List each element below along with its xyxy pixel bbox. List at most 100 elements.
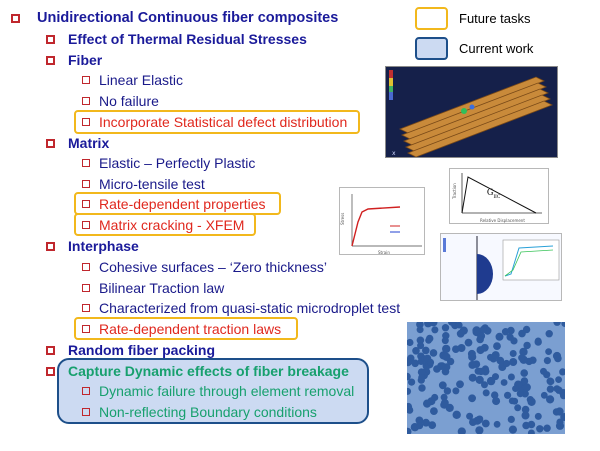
bullet-square-icon [46, 55, 55, 65]
fiber-circle [418, 374, 425, 381]
fiber-circle [519, 347, 528, 357]
traction-g-subscript: IIC [493, 194, 501, 200]
capture-item-text: Non-reflecting Boundary conditions [99, 404, 317, 420]
fiber-circle [514, 404, 522, 412]
fiber-item-text: No failure [99, 93, 159, 109]
fiber-circle [540, 367, 547, 375]
fiber-circle [518, 354, 525, 362]
capture-heading: Capture Dynamic effects of fiber breakag… [46, 363, 349, 379]
random-packing-text: Random fiber packing [68, 342, 216, 358]
fiber-circle [534, 412, 542, 420]
thermal-text: Effect of Thermal Residual Stresses [68, 31, 307, 47]
fiber-circle [476, 415, 484, 423]
matrix-heading-text: Matrix [68, 135, 110, 151]
fiber-circle [417, 368, 426, 376]
fiber-circle [416, 422, 424, 430]
fiber-circle [464, 338, 473, 347]
fiber-circle [448, 322, 456, 326]
interphase-item-text: Characterized from quasi-static microdro… [99, 300, 401, 316]
fiber-circle [407, 427, 412, 434]
bullet-square-icon [82, 221, 90, 229]
fiber-circle [529, 356, 537, 364]
fiber-circle [555, 376, 562, 383]
bullet-square-icon [82, 200, 90, 208]
stress-strain-plot: Stress Strain [339, 187, 425, 255]
fiber-circle [527, 397, 536, 406]
interphase-item: Characterized from quasi-static microdro… [82, 300, 400, 316]
fiber-circle [429, 349, 438, 357]
fiber-circle [522, 421, 530, 430]
fiber-circle [475, 426, 484, 434]
fiber-circle [510, 337, 518, 345]
random-packing-graphic [407, 322, 565, 434]
bullet-square-icon [82, 97, 90, 105]
fiber-circle [512, 385, 519, 392]
interphase-item: Cohesive surfaces – ‘Zero thickness’ [82, 259, 327, 275]
legend-future-swatch [415, 7, 448, 30]
fiber-circle [493, 420, 501, 428]
fiber-circle [507, 415, 515, 423]
traction-g-label: GIIC [487, 187, 500, 200]
fiber-circle [441, 399, 449, 407]
fiber-circle [553, 385, 561, 393]
fiber-circle [452, 387, 460, 395]
fiber-circle [561, 322, 565, 327]
fiber-circle [543, 357, 551, 365]
fiber-circle [445, 403, 454, 412]
legend-future-label: Future tasks [459, 11, 531, 26]
matrix-item-future: Matrix cracking - XFEM [82, 217, 244, 233]
current-work-box [57, 358, 369, 424]
bullet-square-icon [46, 366, 55, 376]
matrix-item: Micro-tensile test [82, 176, 205, 192]
bullet-square-icon [46, 138, 55, 148]
fiber-circle [493, 342, 501, 350]
interphase-item-text: Bilinear Traction law [99, 280, 225, 296]
fiber-circle [455, 322, 463, 329]
outline-title-text: Unidirectional Continuous fiber composit… [37, 10, 339, 26]
fiber-circle [416, 336, 425, 345]
fiber-circle [408, 378, 416, 386]
fiber-circle [469, 418, 477, 426]
capture-item: Dynamic failure through element removal [82, 383, 354, 399]
fiber-circle [456, 329, 465, 338]
bullet-square-icon [46, 345, 55, 355]
svg-text:x: x [392, 150, 396, 157]
fiber-circle [456, 380, 464, 389]
bullet-square-icon [11, 13, 20, 23]
matrix-item-future: Rate-dependent properties [82, 196, 266, 212]
traction-law-graphic: Traction Relative Displacement [452, 173, 542, 223]
fiber-circle [468, 394, 476, 403]
capture-item-text: Dynamic failure through element removal [99, 383, 355, 399]
fiber-circle [540, 391, 548, 399]
fiber-circle [508, 397, 516, 405]
fiber-circle [543, 424, 551, 432]
fiber-circle [522, 383, 531, 392]
capture-item: Non-reflecting Boundary conditions [82, 404, 317, 420]
fiber-circle [466, 412, 474, 420]
fiber-circle [507, 373, 515, 381]
interphase-item-text: Rate-dependent traction laws [99, 321, 282, 337]
fiber-circle [522, 325, 531, 334]
interphase-item-future: Rate-dependent traction laws [82, 321, 281, 337]
fiber-circle [426, 358, 435, 366]
fiber-circle [457, 427, 466, 434]
fiber-circle [416, 326, 424, 334]
fiber-circle [495, 332, 504, 341]
future-box-xfem [74, 213, 256, 236]
fiber-circle [536, 425, 544, 433]
fiber-circle [546, 385, 555, 393]
traction-law-plot: Traction Relative Displacement GIIC [449, 168, 549, 224]
fiber-circle [508, 425, 517, 434]
fiber-circle [545, 348, 552, 355]
fiber-circle [477, 367, 485, 376]
fiber-circle [521, 405, 530, 414]
fiber-circle [501, 328, 510, 336]
svg-text:Traction: Traction [452, 183, 457, 200]
matrix-item-text: Elastic – Perfectly Plastic [99, 155, 256, 171]
fiber-circle [500, 379, 508, 386]
fiber-circle [422, 346, 430, 355]
fiber-circle [468, 373, 477, 382]
fiber-circle [520, 369, 528, 377]
fiber-circle [426, 334, 434, 343]
capture-heading-text: Capture Dynamic effects of fiber breakag… [68, 363, 349, 379]
